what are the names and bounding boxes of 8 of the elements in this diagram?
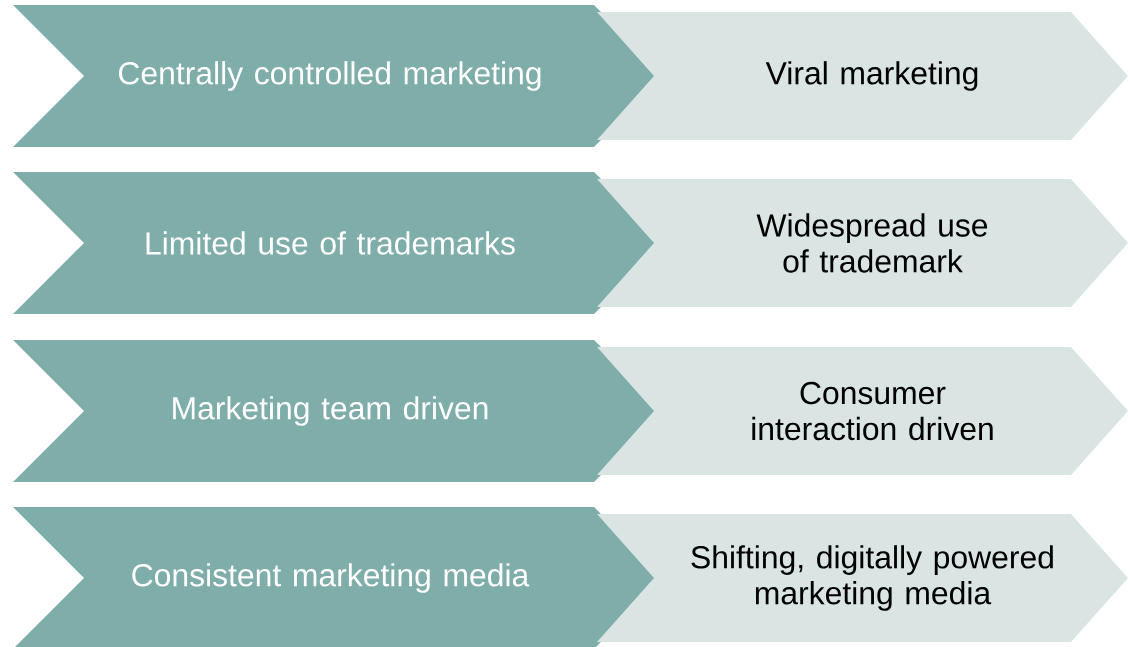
step-panel: Centrally controlled marketing — [13, 5, 665, 147]
step-panel: Marketing team driven — [13, 340, 665, 482]
step-panel: Consistent marketing media — [13, 507, 665, 647]
step-panel: Viral marketing — [597, 12, 1128, 140]
step-panel: Widespread use of trademark — [597, 179, 1128, 307]
step-panel: Consumer interaction driven — [597, 347, 1128, 475]
step-panel: Shifting, digitally powered marketing media — [597, 514, 1128, 642]
step-panel: Limited use of trademarks — [13, 172, 665, 314]
